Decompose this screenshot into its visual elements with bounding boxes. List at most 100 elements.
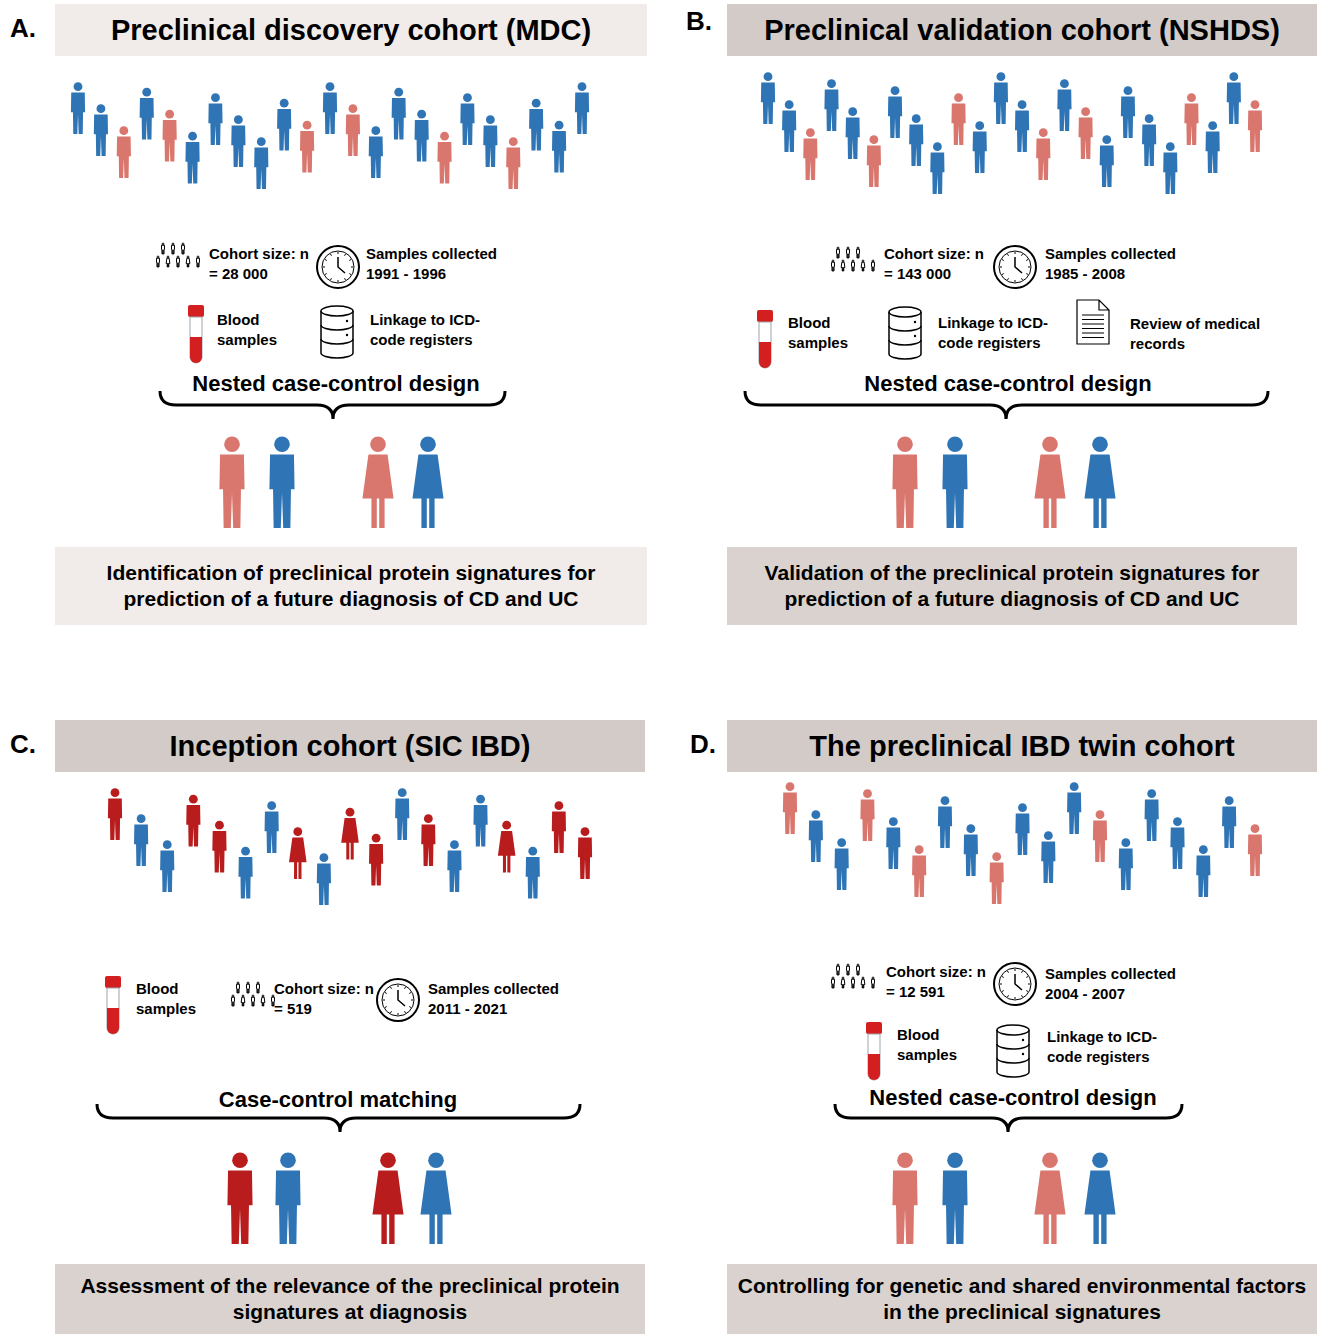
- figure-body: [1057, 89, 1071, 131]
- crowd: [108, 788, 592, 905]
- clock-hands: [1015, 974, 1022, 990]
- male-figure: [761, 72, 775, 124]
- figure-head: [555, 121, 564, 130]
- figure-body: [861, 262, 865, 271]
- figure-head: [827, 79, 836, 88]
- figure-head: [975, 121, 984, 130]
- figure-body: [867, 145, 881, 187]
- female-figure: [861, 260, 865, 271]
- figure-head: [394, 88, 403, 97]
- male-figure: [1222, 796, 1236, 848]
- clock-tick: [1028, 984, 1030, 985]
- male-figure: [323, 82, 337, 134]
- figure-body: [856, 249, 859, 258]
- figure-body: [246, 984, 249, 993]
- purpose-text: Assessment of the relevance of the precl…: [65, 1273, 635, 1326]
- figure-body: [160, 850, 174, 892]
- tube-glass: [190, 317, 202, 363]
- figure-body: [871, 262, 874, 271]
- clock-tick: [1008, 971, 1009, 973]
- figure-head: [293, 827, 302, 836]
- icon-label: Blood samples: [788, 313, 868, 352]
- figure-body: [856, 966, 859, 975]
- figure-body: [835, 848, 849, 890]
- male-figure: [176, 256, 179, 267]
- clock-tick: [1022, 278, 1023, 280]
- figure-body: [241, 997, 245, 1006]
- icon-label: Blood samples: [136, 979, 216, 1018]
- figure-body: [1041, 841, 1055, 883]
- figure-body: [886, 827, 900, 869]
- figure-head: [157, 256, 159, 258]
- male-figure: [1093, 810, 1107, 862]
- male-figure: [1079, 107, 1093, 159]
- figure-head: [1092, 436, 1108, 452]
- figure-head: [257, 137, 266, 146]
- male-figure: [251, 995, 254, 1006]
- clock-tick: [1015, 280, 1016, 282]
- male-figure: [1057, 79, 1071, 131]
- clock-icon: [994, 246, 1036, 288]
- icon-label: Cohort size: n = 12 591: [886, 962, 996, 1001]
- figure-body: [251, 997, 254, 1006]
- clock-tick: [385, 993, 387, 994]
- figure-head: [372, 834, 381, 843]
- figure-body: [942, 454, 967, 528]
- figure-body: [831, 979, 834, 988]
- figure-head: [241, 847, 250, 856]
- icon-label: Blood samples: [897, 1025, 977, 1064]
- figure-head: [1251, 100, 1260, 109]
- figure-head: [187, 256, 189, 258]
- figure-head: [182, 243, 184, 245]
- clock-tick: [1015, 969, 1016, 971]
- figure-head: [992, 852, 1001, 861]
- figure-head: [96, 104, 105, 113]
- figure-head: [346, 808, 355, 817]
- male-figure: [1196, 845, 1210, 897]
- figure-head: [326, 82, 335, 91]
- crowd: [761, 72, 1262, 194]
- figure-body: [447, 850, 461, 892]
- figure-body: [269, 454, 294, 528]
- db-top: [321, 306, 353, 316]
- male-figure: [108, 788, 122, 840]
- blood-tube-icon: [105, 976, 121, 1034]
- figure-body: [994, 82, 1008, 124]
- male-figure: [231, 115, 245, 167]
- male-figure: [506, 137, 520, 189]
- clock-tick: [1002, 991, 1004, 992]
- figure-head: [280, 1152, 296, 1168]
- clock-face: [322, 251, 354, 283]
- male-figure: [1142, 114, 1156, 166]
- male-figure: [860, 789, 874, 841]
- figure-body: [483, 125, 497, 167]
- male-figure: [1163, 142, 1177, 194]
- figure-head: [1229, 72, 1238, 81]
- male-figure: [851, 977, 854, 988]
- male-figure: [938, 796, 952, 848]
- figure-head: [863, 789, 872, 798]
- figure-head: [1070, 782, 1079, 791]
- figure-head: [1187, 93, 1196, 102]
- figure-head: [528, 847, 537, 856]
- male-figure: [831, 977, 834, 988]
- figure-body: [1248, 110, 1262, 152]
- figure-body: [1015, 813, 1029, 855]
- male-figure: [415, 110, 429, 162]
- male-figure: [1119, 838, 1133, 890]
- male-figure: [156, 256, 159, 267]
- figure-body: [395, 798, 409, 840]
- female-figure: [372, 1152, 403, 1244]
- clock-tick: [331, 254, 332, 256]
- clock-tick: [1008, 995, 1009, 997]
- figure-head: [1208, 121, 1217, 130]
- cohort-header: Preclinical discovery cohort (MDC): [55, 4, 647, 56]
- male-figure: [71, 82, 85, 134]
- figure-head: [137, 814, 146, 823]
- figure-body: [186, 805, 200, 847]
- male-figure: [1227, 72, 1241, 124]
- figure-body: [117, 136, 131, 178]
- figure-body: [942, 1170, 967, 1244]
- clock-tick: [349, 260, 351, 261]
- figure-head: [852, 260, 854, 262]
